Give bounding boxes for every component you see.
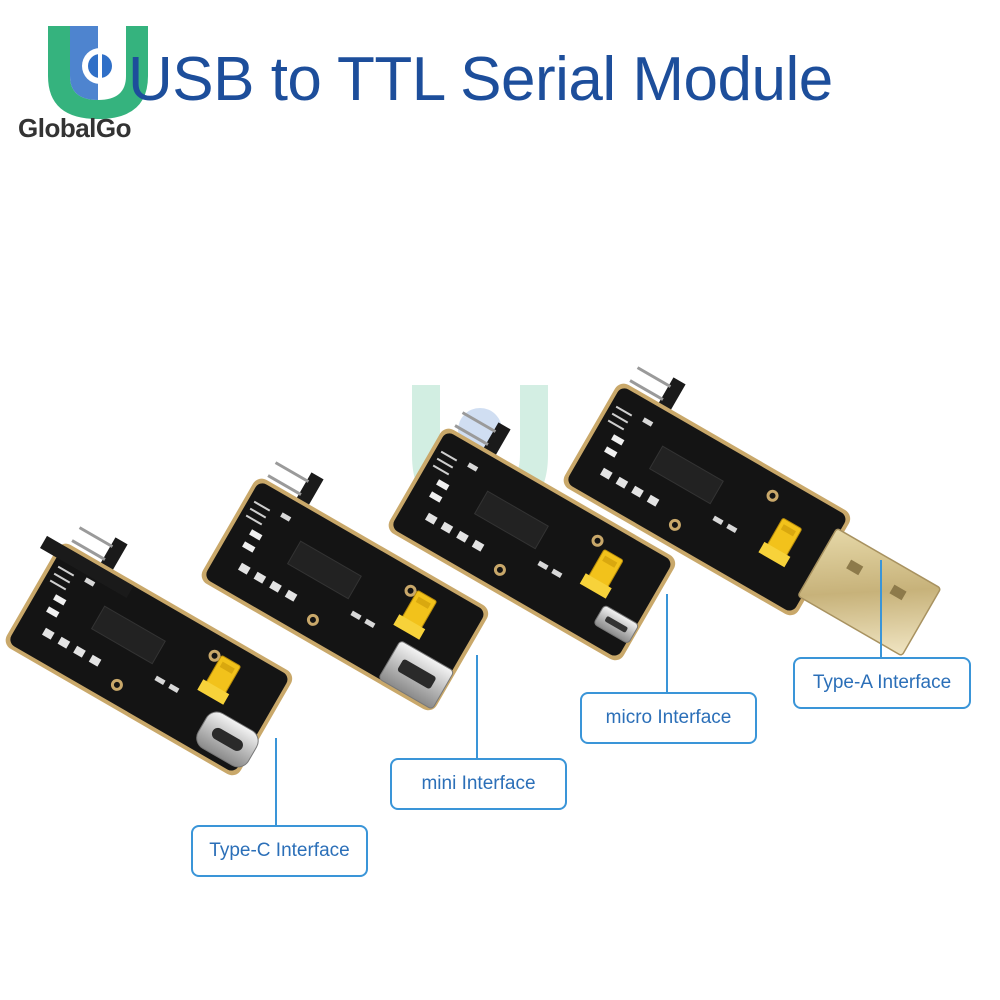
leader-line-type-c [275, 738, 277, 826]
globalgo-logo [48, 26, 148, 119]
leader-line-mini [476, 655, 478, 759]
module-type-a [559, 359, 941, 656]
logo-wordmark: GlobalGo [18, 113, 132, 143]
module-micro [384, 404, 680, 665]
module-type-c [1, 519, 297, 780]
pin-headers [40, 535, 134, 598]
callout-type-c: Type-C Interface [191, 825, 368, 877]
callout-type-a: Type-A Interface [793, 657, 971, 709]
leader-line-micro [666, 594, 668, 692]
callout-mini: mini Interface [390, 758, 567, 810]
module-mini [197, 454, 493, 715]
leader-line-type-a [880, 560, 882, 658]
page-title: USB to TTL Serial Module [128, 45, 833, 114]
callout-micro: micro Interface [580, 692, 757, 744]
